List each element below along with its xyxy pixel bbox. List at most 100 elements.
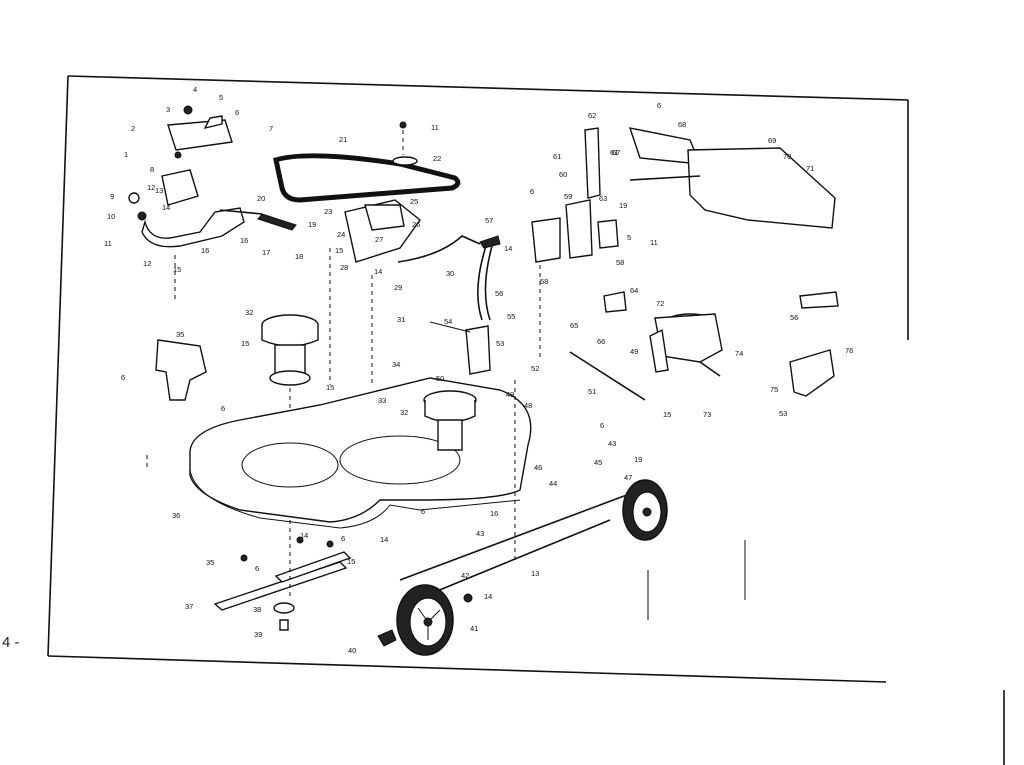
callout-46: 46 (534, 463, 542, 472)
rear-wheel (377, 584, 473, 656)
callout-10: 10 (107, 212, 115, 221)
callout-27: 27 (375, 235, 383, 244)
callout-62: 62 (588, 111, 596, 120)
page-number: 4 - (2, 634, 20, 651)
callout-22: 22 (433, 154, 441, 163)
blade-assembly (146, 455, 352, 631)
callout-17: 17 (262, 248, 270, 257)
callout-28: 28 (340, 263, 348, 272)
callout-49: 49 (630, 347, 638, 356)
callout-63: 63 (599, 194, 607, 203)
callout-13: 13 (531, 569, 539, 578)
callout-14: 14 (484, 592, 492, 601)
callout-48: 48 (524, 401, 532, 410)
callout-43: 43 (476, 529, 484, 538)
callout-14: 14 (300, 531, 308, 540)
callout-6: 6 (600, 421, 604, 430)
callout-12: 12 (143, 259, 151, 268)
callout-3: 3 (166, 105, 170, 114)
callout-43: 43 (608, 439, 616, 448)
callout-15: 15 (326, 383, 334, 392)
callout-6: 6 (121, 373, 125, 382)
callout-54: 54 (444, 317, 452, 326)
callout-29: 29 (394, 283, 402, 292)
callout-6: 6 (255, 564, 259, 573)
callout-50: 50 (436, 374, 444, 383)
callout-15: 15 (173, 265, 181, 274)
callout-32: 32 (400, 408, 408, 417)
callout-6: 6 (341, 534, 345, 543)
callout-44: 44 (549, 479, 557, 488)
callout-69: 69 (768, 136, 776, 145)
callout-52: 52 (531, 364, 539, 373)
callout-31: 31 (397, 315, 405, 324)
callout-12: 12 (147, 183, 155, 192)
callout-24: 24 (337, 230, 345, 239)
callout-42: 42 (461, 571, 469, 580)
callout-19: 19 (308, 220, 316, 229)
callout-68: 68 (678, 120, 686, 129)
callout-19: 19 (619, 201, 627, 210)
callout-6: 6 (421, 507, 425, 516)
callout-6: 6 (221, 404, 225, 413)
callout-47: 47 (624, 473, 632, 482)
callout-53: 53 (496, 339, 504, 348)
callout-25: 25 (410, 197, 418, 206)
callout-14: 14 (374, 267, 382, 276)
callout-72: 72 (656, 299, 664, 308)
callout-6: 6 (530, 187, 534, 196)
callout-21: 21 (339, 135, 347, 144)
callout-6: 6 (235, 108, 239, 117)
callout-30: 30 (446, 269, 454, 278)
callout-15: 15 (241, 339, 249, 348)
mower-deck (189, 325, 532, 529)
right-upper-bracket (531, 127, 836, 360)
callout-16: 16 (240, 236, 248, 245)
callout-35: 35 (206, 558, 214, 567)
callout-11: 11 (650, 238, 658, 247)
callout-18: 18 (295, 252, 303, 261)
callout-70: 70 (783, 152, 791, 161)
callout-16: 16 (490, 509, 498, 518)
left-bracket-assembly (128, 105, 297, 300)
callout-6: 6 (657, 101, 661, 110)
callout-58: 58 (540, 277, 548, 286)
callout-67: 67 (612, 148, 620, 157)
callout-71: 71 (806, 164, 814, 173)
callout-9: 9 (110, 192, 114, 201)
diagram-frame (47, 75, 1005, 765)
callout-57: 57 (485, 216, 493, 225)
callout-45: 45 (594, 458, 602, 467)
callout-14: 14 (380, 535, 388, 544)
callout-60: 60 (559, 170, 567, 179)
callout-36: 36 (172, 511, 180, 520)
callout-75: 75 (770, 385, 778, 394)
callout-32: 32 (245, 308, 253, 317)
callout-15: 15 (663, 410, 671, 419)
callout-2: 2 (131, 124, 135, 133)
callout-4: 4 (193, 85, 197, 94)
callout-59: 59 (564, 192, 572, 201)
callout-16: 16 (201, 246, 209, 255)
callout-53: 53 (779, 409, 787, 418)
callout-39: 39 (254, 630, 262, 639)
callout-7: 7 (269, 124, 273, 133)
callout-56: 56 (790, 313, 798, 322)
callout-5: 5 (219, 93, 223, 102)
callout-35: 35 (176, 330, 184, 339)
callout-13: 13 (155, 186, 163, 195)
callout-58: 58 (616, 258, 624, 267)
callout-15: 15 (335, 246, 343, 255)
callout-51: 51 (588, 387, 596, 396)
callout-64: 64 (630, 286, 638, 295)
callout-66: 66 (597, 337, 605, 346)
callout-5: 5 (627, 233, 631, 242)
left-spindle-pulley (155, 314, 319, 470)
callout-11: 11 (431, 123, 439, 132)
right-side-assembly (603, 291, 839, 397)
callout-73: 73 (703, 410, 711, 419)
mid-lever-assembly (329, 199, 501, 385)
callout-41: 41 (470, 624, 478, 633)
callout-15: 15 (347, 557, 355, 566)
